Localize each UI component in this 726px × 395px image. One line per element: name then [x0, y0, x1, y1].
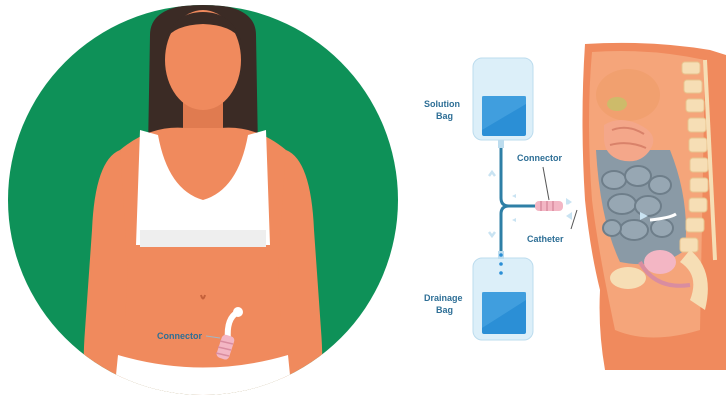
flow-arrow-4 [566, 212, 572, 220]
connector-label-right: Connector [517, 153, 562, 163]
tube-connector [535, 201, 563, 211]
uterus [644, 250, 676, 274]
flow-arrow-down [489, 232, 495, 236]
drainage-bag-label: Drainage [424, 293, 463, 303]
drainage-bag [473, 251, 533, 340]
patient-figure: Connector [8, 4, 398, 395]
solution-bag-label: Solution [424, 99, 460, 109]
liver [596, 69, 660, 121]
solution-bag-label-2: Bag [436, 111, 453, 121]
drainage-bag-label-2: Bag [436, 305, 453, 315]
connector-label-left: Connector [157, 331, 202, 341]
connector-leader-right [543, 167, 549, 200]
abdomen-cross-section [583, 43, 726, 370]
flow-arrow-up [489, 172, 495, 176]
catheter-label: Catheter [527, 234, 564, 244]
gallbladder [607, 97, 627, 111]
flow-arrow-2 [512, 218, 516, 222]
bladder [610, 267, 646, 289]
flow-arrow-1 [512, 194, 516, 198]
solution-bag [473, 58, 533, 148]
